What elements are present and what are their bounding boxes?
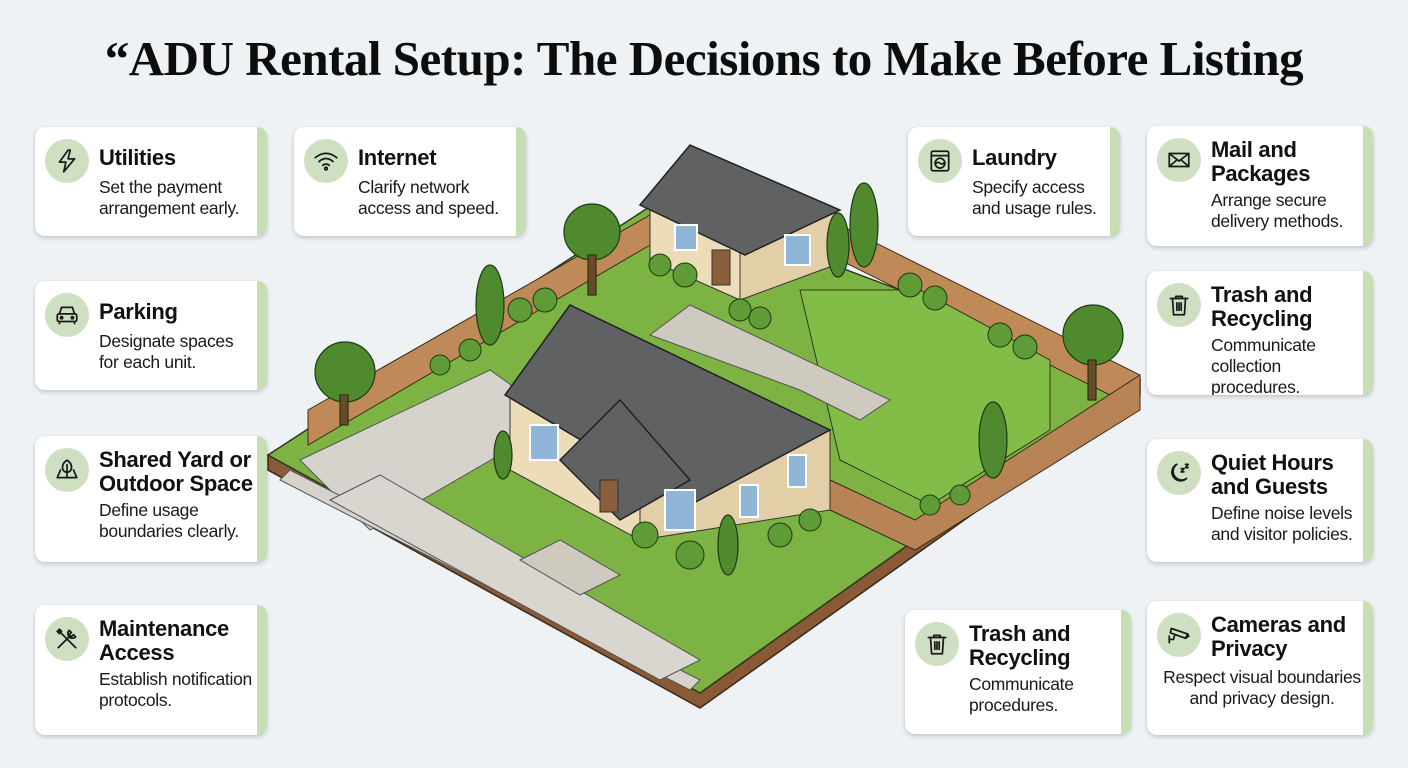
card-accent-stripe [257, 436, 267, 562]
stone-path [648, 304, 892, 421]
sidewalk-strip [328, 474, 702, 681]
card-title: Maintenance Access [99, 616, 229, 665]
washing-machine-icon [918, 139, 962, 183]
card-description: Specify access and usage rules. [972, 177, 1097, 218]
page-title: “ADU Rental Setup: The Decisions to Make… [104, 31, 1304, 86]
trash-can-icon [915, 622, 959, 666]
lightning-bolt-icon [45, 139, 89, 183]
card-description: Designate spaces for each unit. [99, 331, 234, 372]
card-accent-stripe [257, 127, 267, 236]
card-trash-recycling-bottom[interactable]: Trash and Recycling Communicate procedur… [905, 610, 1131, 734]
porch-gable [558, 398, 692, 521]
house-door [599, 479, 619, 513]
card-description: Define usage boundaries clearly. [99, 500, 239, 541]
card-accent-stripe [1363, 439, 1373, 562]
card-description: Respect visual boundaries and privacy de… [1163, 667, 1361, 708]
card-accent-stripe [257, 281, 267, 390]
adu-door [711, 249, 731, 286]
card-accent-stripe [1121, 610, 1131, 734]
trash-can-icon [1157, 283, 1201, 327]
card-description: Arrange secure delivery methods. [1211, 190, 1344, 231]
house-window-1 [529, 424, 559, 461]
card-title: Mail and Packages [1211, 137, 1311, 186]
card-description: Define noise levels and visitor policies… [1211, 503, 1353, 544]
house-window-2 [664, 489, 696, 531]
car-icon [45, 293, 89, 337]
card-title: Internet [358, 145, 437, 170]
fence-front [829, 374, 1141, 551]
adu-wall-front [649, 204, 741, 301]
tree-yard-icon [45, 448, 89, 492]
card-title: Quiet Hours and Guests [1211, 450, 1334, 499]
card-accent-stripe [516, 127, 526, 236]
card-description: Establish notification protocols. [99, 669, 252, 710]
shrubs [429, 253, 1038, 570]
card-cameras-privacy[interactable]: Cameras and Privacy Respect visual bound… [1147, 601, 1373, 735]
adu-window [674, 224, 698, 251]
house-roof [503, 304, 832, 506]
trees [314, 182, 1124, 576]
card-utilities[interactable]: Utilities Set the payment arrangement ea… [35, 127, 267, 236]
backyard-lawn [799, 289, 1051, 506]
driveway [299, 369, 561, 531]
card-description: Communicate collection procedures. [1211, 335, 1316, 395]
card-maintenance-access[interactable]: Maintenance Access Establish notificatio… [35, 605, 267, 735]
moon-sleep-icon [1157, 451, 1201, 495]
card-description: Set the payment arrangement early. [99, 177, 240, 218]
card-title: Laundry [972, 145, 1057, 170]
card-mail-packages[interactable]: Mail and Packages Arrange secure deliver… [1147, 126, 1373, 246]
card-quiet-hours-guests[interactable]: Quiet Hours and Guests Define noise leve… [1147, 439, 1373, 562]
card-laundry[interactable]: Laundry Specify access and usage rules. [908, 127, 1120, 236]
card-accent-stripe [1363, 601, 1373, 735]
fence-left [307, 214, 651, 446]
fence-right [819, 214, 1141, 411]
card-title: Parking [99, 299, 178, 324]
card-shared-yard[interactable]: Shared Yard or Outdoor Space Define usag… [35, 436, 267, 562]
card-title: Trash and Recycling [1211, 282, 1313, 331]
card-accent-stripe [1110, 127, 1120, 236]
sidewalk [279, 469, 701, 691]
card-title: Shared Yard or Outdoor Space [99, 447, 253, 496]
envelope-icon [1157, 138, 1201, 182]
adu-wall-side [739, 209, 836, 301]
card-parking[interactable]: Parking Designate spaces for each unit. [35, 281, 267, 390]
house-wall-side [639, 429, 831, 541]
house-wall-front [509, 394, 641, 541]
card-trash-recycling-right[interactable]: Trash and Recycling Communicate collecti… [1147, 271, 1373, 395]
wrench-screwdriver-icon [45, 617, 89, 661]
card-title: Trash and Recycling [969, 621, 1071, 670]
card-internet[interactable]: Internet Clarify network access and spee… [294, 127, 526, 236]
card-description: Communicate procedures. [969, 674, 1074, 715]
card-description: Clarify network access and speed. [358, 177, 499, 218]
card-accent-stripe [1363, 271, 1373, 395]
wifi-icon [304, 139, 348, 183]
card-accent-stripe [257, 605, 267, 735]
adu-roof [638, 144, 842, 256]
card-accent-stripe [1363, 126, 1373, 246]
house-window-4 [787, 454, 807, 488]
adu-window-side [784, 234, 811, 266]
security-camera-icon [1157, 613, 1201, 657]
card-title: Utilities [99, 145, 176, 170]
card-title: Cameras and Privacy [1211, 612, 1346, 661]
house-window-3 [739, 484, 759, 518]
stone-path-front [518, 539, 622, 596]
